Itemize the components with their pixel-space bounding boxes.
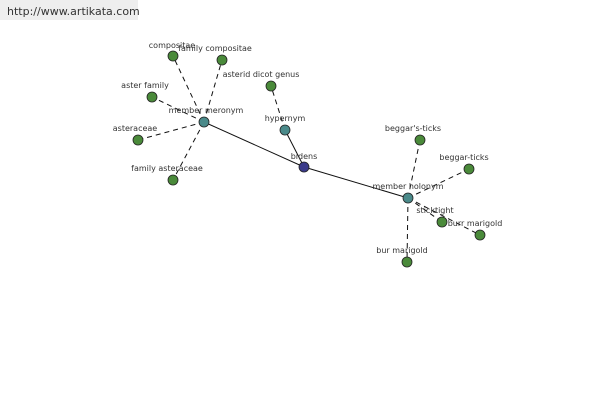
edge-member-meronym-family-asteraceae: [172, 121, 205, 181]
hub-node-member-holonym[interactable]: [402, 192, 414, 204]
edge-bidens-member-holonym: [303, 166, 409, 199]
leaf-label-bur-marigold: bur marigold: [376, 246, 427, 255]
leaf-node-aster-family[interactable]: [146, 91, 158, 103]
leaf-label-family-asteraceae: family asteraceae: [131, 164, 203, 173]
hub-label-member-holonym: member holonym: [372, 182, 443, 191]
leaf-node-beggars-ticks[interactable]: [414, 134, 426, 146]
leaf-label-aster-family: aster family: [121, 81, 169, 90]
leaf-label-family-compositae: family compositae: [178, 44, 252, 53]
url-bar: http://www.artikata.com: [0, 0, 140, 20]
site-url[interactable]: http://www.artikata.com: [7, 5, 140, 18]
hub-node-member-meronym[interactable]: [198, 116, 210, 128]
edge-member-meronym-aster-family: [151, 96, 205, 123]
hub-node-hypernym[interactable]: [279, 124, 291, 136]
edges: [137, 55, 481, 263]
leaf-node-compositae[interactable]: [167, 50, 179, 62]
leaf-node-family-asteraceae[interactable]: [167, 174, 179, 186]
edge-bidens-member-meronym: [203, 121, 305, 168]
leaf-node-family-compositae[interactable]: [216, 54, 228, 66]
leaf-label-compositae: compositae: [149, 41, 195, 50]
leaf-label-asterid-dicot-genus: asterid dicot genus: [223, 70, 300, 79]
labels: bidens member meronym hypernym member holon…: [113, 41, 503, 255]
edge-member-holonym-burr-marigold: [407, 197, 481, 236]
leaf-label-beggars-ticks: beggar's-ticks: [385, 124, 441, 133]
leaf-label-sticktight: sticktight: [416, 206, 453, 215]
hub-label-hypernym: hypernym: [265, 114, 306, 123]
edge-member-holonym-beggars-ticks: [407, 139, 421, 199]
center-label-bidens: bidens: [291, 152, 318, 161]
edge-member-meronym-asteraceae: [137, 121, 205, 141]
center-node-bidens[interactable]: [298, 161, 310, 173]
leaf-label-asteraceae: asteraceae: [113, 124, 158, 133]
leaf-node-bur-marigold[interactable]: [401, 256, 413, 268]
leaf-node-asterid-dicot-genus[interactable]: [265, 80, 277, 92]
edge-member-holonym-beggar-ticks: [407, 168, 470, 199]
edge-member-meronym-compositae: [172, 55, 205, 123]
leaf-label-burr-marigold: burr marigold: [448, 219, 503, 228]
edge-member-meronym-family-compositae: [203, 59, 223, 123]
edge-bidens-hypernym: [284, 129, 305, 168]
leaf-node-beggar-ticks[interactable]: [463, 163, 475, 175]
leaf-node-asteraceae[interactable]: [132, 134, 144, 146]
leaf-node-sticktight[interactable]: [436, 216, 448, 228]
leaf-label-beggar-ticks: beggar-ticks: [439, 153, 488, 162]
leaf-node-burr-marigold[interactable]: [474, 229, 486, 241]
edge-hypernym-asterid-dicot-genus: [270, 85, 286, 131]
edge-member-holonym-bur-marigold: [406, 197, 409, 263]
hub-label-member-meronym: member meronym: [169, 106, 244, 115]
nodes: [132, 50, 486, 268]
edge-member-holonym-sticktight: [407, 197, 443, 223]
